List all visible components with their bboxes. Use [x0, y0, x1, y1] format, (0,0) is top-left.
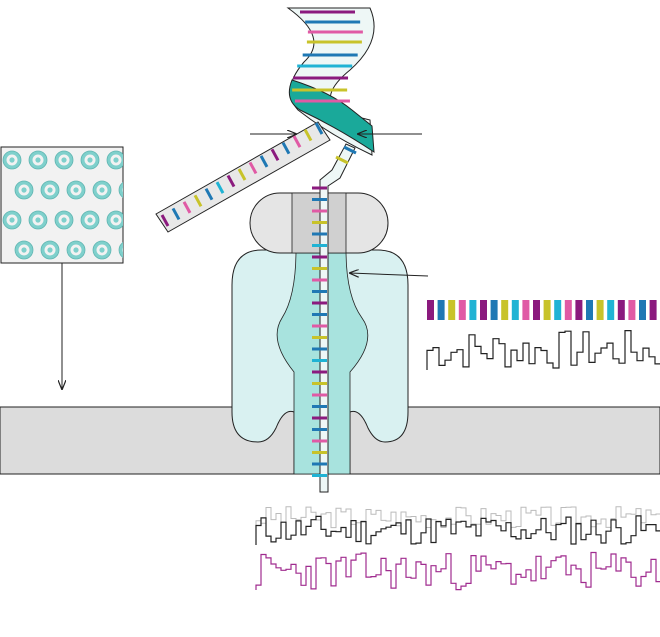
template-base: [226, 174, 236, 188]
array-well-core: [113, 217, 119, 223]
sequence-base: [448, 300, 456, 320]
sequence-base: [607, 300, 615, 320]
array-well-core: [73, 247, 79, 253]
sequence-base: [575, 300, 583, 320]
sequence-base: [511, 300, 519, 320]
sequence-base: [480, 300, 487, 320]
helix-teal-backbone: [288, 79, 375, 153]
array-well: [118, 242, 123, 258]
template-base: [193, 194, 203, 208]
array-well-core: [113, 157, 119, 163]
template-base: [314, 122, 324, 135]
sequence-base: [469, 300, 477, 320]
template-base: [270, 148, 280, 162]
template-base: [182, 201, 192, 214]
current-trace: [426, 330, 660, 370]
template-base: [248, 161, 258, 175]
signal-trace-magenta: [255, 551, 660, 591]
array-well-core: [47, 247, 53, 253]
array-inset: [0, 146, 130, 264]
template-base: [259, 155, 269, 168]
array-well-core: [99, 187, 105, 193]
array-well-core: [73, 187, 79, 193]
array-well-core: [21, 247, 27, 253]
sequence-base: [628, 300, 636, 320]
sequence-base: [649, 300, 657, 320]
array-well-core: [87, 217, 93, 223]
array-well-core: [99, 247, 105, 253]
array-well-core: [35, 217, 41, 223]
template-base: [204, 187, 214, 201]
array-well-core: [35, 157, 41, 163]
complement-strand: [312, 143, 357, 493]
sequence-base: [596, 300, 604, 320]
sequence-base: [533, 300, 540, 320]
template-base: [215, 181, 225, 194]
base-sequence-bar: [427, 300, 657, 320]
sequence-base: [522, 300, 530, 320]
sequence-base: [501, 300, 509, 320]
array-well-core: [61, 157, 67, 163]
array-well-core: [125, 187, 130, 192]
array-well-core: [61, 217, 67, 223]
sequence-base: [427, 300, 434, 320]
complement-base: [335, 155, 349, 165]
array-well-inner: [122, 187, 123, 193]
array-well-core: [9, 217, 15, 223]
sequence-base: [639, 300, 646, 320]
array-well-core: [9, 157, 15, 163]
array-well-inner: [122, 247, 123, 253]
array-well-core: [87, 157, 93, 163]
array-well-core: [21, 187, 27, 193]
sequence-base: [437, 300, 445, 320]
array-well: [118, 182, 123, 198]
sequence-base: [564, 300, 572, 320]
sequence-base: [586, 300, 593, 320]
sequence-base: [458, 300, 466, 320]
sequence-base: [543, 300, 551, 320]
template-base: [171, 207, 181, 221]
sequence-base: [617, 300, 625, 320]
template-strand: [155, 121, 331, 233]
array-well-core: [47, 187, 53, 193]
array-well-core: [125, 247, 130, 252]
signal-trace-black: [255, 515, 660, 545]
sequence-base: [554, 300, 562, 320]
template-base: [160, 214, 170, 227]
template-base: [281, 141, 291, 155]
template-base: [237, 168, 247, 181]
complement-base: [343, 145, 357, 155]
arrow-to-pore: [350, 273, 429, 276]
dna-double-helix: [286, 7, 375, 156]
signal-traces: [255, 506, 660, 591]
sequence-base: [490, 300, 498, 320]
template-base: [303, 128, 313, 142]
